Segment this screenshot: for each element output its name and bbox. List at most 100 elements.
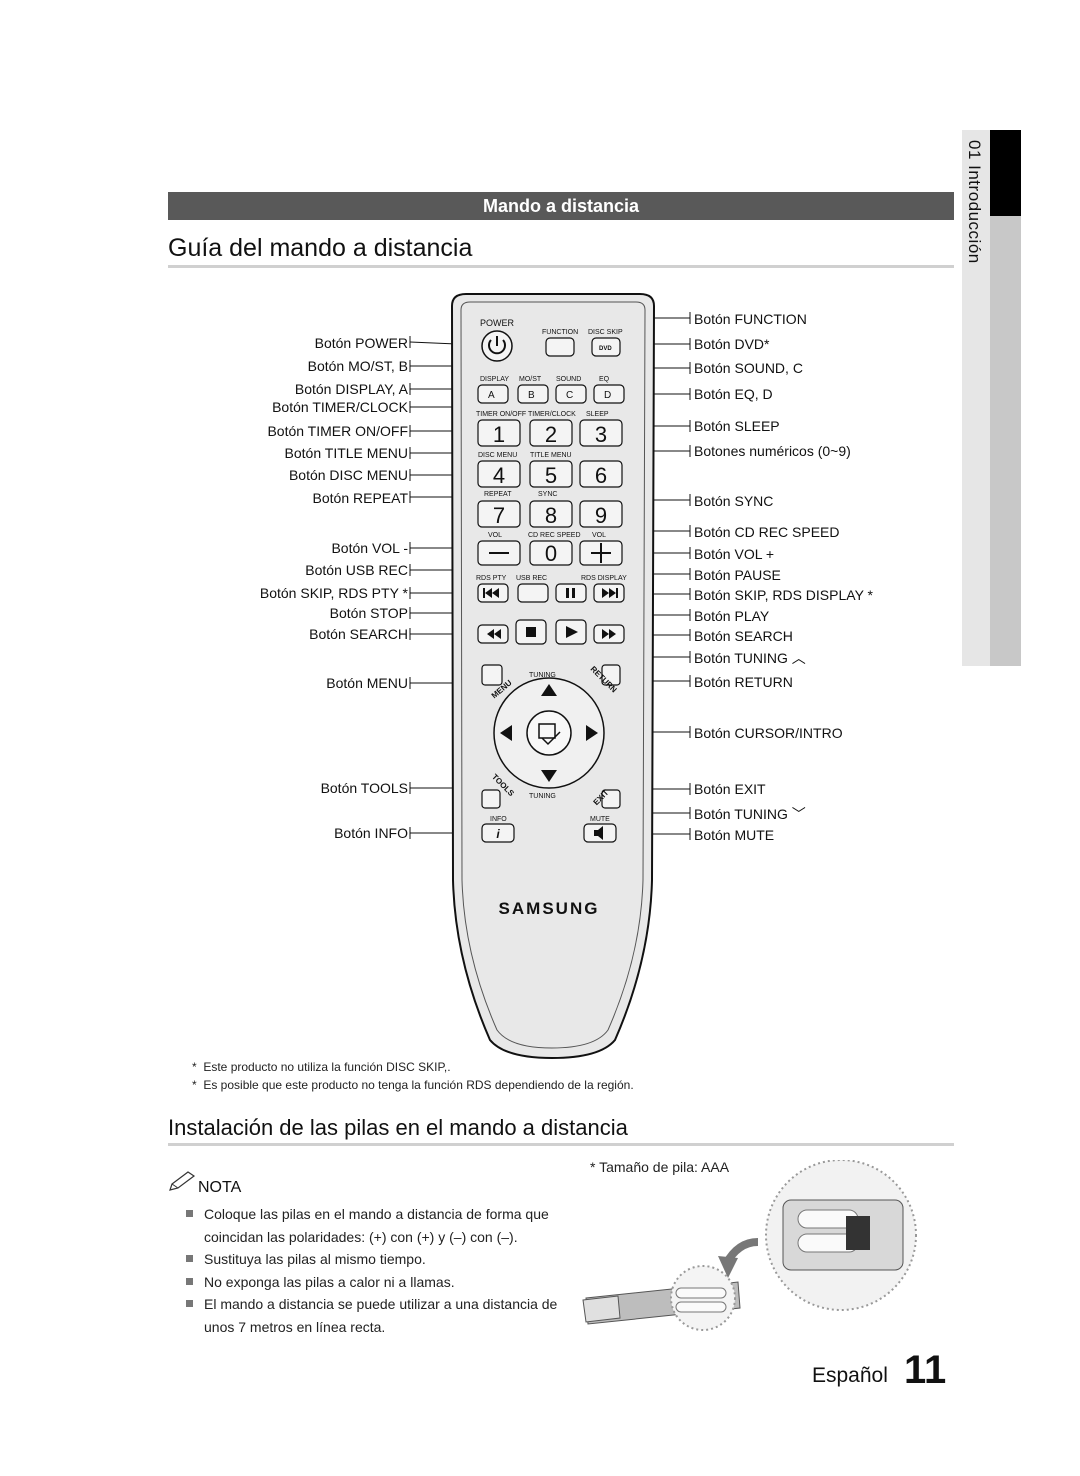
- return-button: [601, 664, 621, 686]
- svg-text:4: 4: [493, 463, 505, 488]
- svg-text:SLEEP: SLEEP: [586, 411, 609, 418]
- label-title-menu: Botón TITLE MENU: [284, 445, 408, 461]
- right-arrow: [586, 725, 598, 741]
- svg-text:SYNC: SYNC: [538, 491, 557, 498]
- svg-text:DISC MENU: DISC MENU: [478, 452, 517, 459]
- svg-text:SOUND: SOUND: [556, 376, 581, 383]
- label-stop: Botón STOP: [329, 605, 408, 621]
- dvd-button: [591, 337, 621, 357]
- guide-title: Guía del mando a distancia: [168, 234, 473, 262]
- label-numeric: Botones numéricos (0~9): [694, 443, 851, 459]
- abcd-row: A B C D: [477, 384, 625, 404]
- label-repeat: Botón REPEAT: [312, 490, 408, 506]
- svg-text:B: B: [528, 390, 535, 401]
- label-search-left: Botón SEARCH: [309, 626, 408, 642]
- menu-button: [481, 664, 503, 686]
- svg-text:REPEAT: REPEAT: [484, 491, 512, 498]
- label-eq: Botón EQ, D: [694, 386, 773, 402]
- svg-text:MUTE: MUTE: [590, 816, 610, 823]
- remote-illustration: POWER FUNCTION DISC SKIP DISPLAY MO/ST S…: [409, 293, 691, 1060]
- list-item: El mando a distancia se puede utilizar a…: [186, 1293, 566, 1338]
- svg-text:2: 2: [545, 422, 557, 447]
- label-pause: Botón PAUSE: [694, 567, 781, 583]
- list-item: Sustituya las pilas al mismo tiempo.: [186, 1248, 566, 1271]
- list-item: Coloque las pilas en el mando a distanci…: [186, 1203, 566, 1248]
- svg-text:TITLE MENU: TITLE MENU: [530, 452, 572, 459]
- svg-text:TUNING: TUNING: [529, 672, 556, 679]
- label-timer-clock: Botón TIMER/CLOCK: [272, 399, 408, 415]
- label-search-right: Botón SEARCH: [694, 628, 793, 644]
- label-power: Botón POWER: [314, 335, 408, 351]
- svg-text:DISC SKIP: DISC SKIP: [588, 329, 623, 336]
- svg-text:1: 1: [493, 422, 505, 447]
- svg-text:5: 5: [545, 463, 557, 488]
- power-icon: [488, 339, 506, 355]
- label-tools: Botón TOOLS: [320, 780, 408, 796]
- label-vol-minus: Botón VOL -: [331, 540, 408, 556]
- svg-text:INFO: INFO: [490, 816, 507, 823]
- batteries-title: Instalación de las pilas en el mando a d…: [168, 1115, 628, 1140]
- svg-text:USB REC: USB REC: [516, 575, 547, 582]
- label-tuning-up: Botón TUNING ︿: [694, 650, 806, 666]
- svg-text:POWER: POWER: [480, 318, 515, 328]
- label-vol-plus: Botón VOL +: [694, 546, 775, 562]
- footnote-1: * Este producto no utiliza la función DI…: [192, 1060, 451, 1074]
- label-function: Botón FUNCTION: [694, 311, 807, 327]
- svg-text:TIMER/CLOCK: TIMER/CLOCK: [528, 411, 576, 418]
- svg-text:RDS PTY: RDS PTY: [476, 575, 507, 582]
- function-button: [545, 337, 575, 357]
- up-arrow: [541, 684, 557, 696]
- svg-text:0: 0: [545, 541, 557, 566]
- svg-text:RDS DISPLAY: RDS DISPLAY: [581, 575, 627, 582]
- svg-text:VOL: VOL: [488, 532, 502, 539]
- info-button: [481, 823, 515, 843]
- tuning-down-icon: ﹀: [791, 806, 806, 822]
- svg-text:3: 3: [595, 422, 607, 447]
- batteries-rule: [168, 1143, 954, 1146]
- down-arrow: [541, 770, 557, 782]
- label-tuning-down: Botón TUNING ﹀: [694, 806, 806, 822]
- label-mute: Botón MUTE: [694, 827, 775, 843]
- label-timer-onoff: Botón TIMER ON/OFF: [267, 423, 408, 439]
- svg-text:CD REC SPEED: CD REC SPEED: [528, 532, 581, 539]
- enter-button: [526, 710, 572, 756]
- svg-text:EQ: EQ: [599, 376, 610, 383]
- svg-text:i: i: [496, 827, 500, 841]
- label-display: Botón DISPLAY, A: [294, 381, 408, 397]
- label-play: Botón PLAY: [694, 608, 770, 624]
- label-sound: Botón SOUND, C: [694, 360, 803, 376]
- svg-text:A: A: [488, 390, 495, 401]
- label-cursor-intro: Botón CURSOR/INTRO: [694, 725, 843, 741]
- label-skip-rds-display: Botón SKIP, RDS DISPLAY *: [694, 587, 873, 603]
- tuning-up-icon: ︿: [791, 650, 806, 666]
- list-item: No exponga las pilas a calor ni a llamas…: [186, 1271, 566, 1294]
- brand-logo: SAMSUNG: [499, 899, 600, 918]
- left-arrow: [500, 725, 512, 741]
- svg-text:TUNING: TUNING: [529, 793, 556, 800]
- svg-text:C: C: [566, 390, 573, 401]
- label-disc-menu: Botón DISC MENU: [288, 467, 408, 483]
- svg-text:VOL: VOL: [592, 532, 606, 539]
- nota-label: NOTA: [198, 1179, 242, 1196]
- pencil-icon: [169, 1171, 196, 1191]
- number-keys: 1 2 3 4 5 6 7 8 9 0: [477, 419, 623, 566]
- language-label: Español: [812, 1364, 888, 1387]
- label-sleep: Botón SLEEP: [694, 418, 780, 434]
- battery-size: * Tamaño de pila: AAA: [590, 1159, 730, 1175]
- label-exit: Botón EXIT: [694, 781, 766, 797]
- label-menu: Botón MENU: [326, 675, 408, 691]
- label-most: Botón MO/ST, B: [307, 358, 408, 374]
- transport-row-2: [477, 619, 625, 645]
- nota-list: Coloque las pilas en el mando a distanci…: [186, 1203, 566, 1338]
- tools-button: [481, 789, 501, 809]
- section-header: Mando a distancia: [168, 192, 954, 220]
- svg-text:D: D: [604, 390, 611, 401]
- svg-text:8: 8: [545, 503, 557, 528]
- label-usb-rec: Botón USB REC: [305, 562, 408, 578]
- svg-text:DVD: DVD: [599, 346, 612, 352]
- battery-illustration: [582, 1160, 917, 1331]
- svg-text:MO/ST: MO/ST: [519, 376, 542, 383]
- svg-text:6: 6: [595, 463, 607, 488]
- chapter-tab: [962, 130, 1021, 666]
- svg-text:9: 9: [595, 503, 607, 528]
